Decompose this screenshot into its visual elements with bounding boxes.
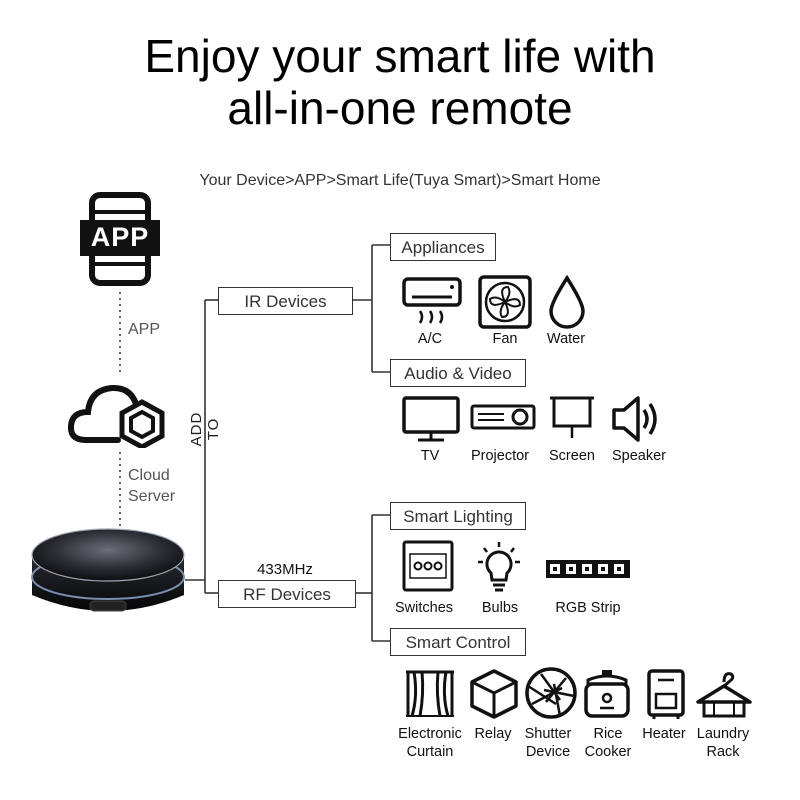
smart-control-box: Smart Control [390,628,526,656]
tv-label: TV [420,448,440,464]
screen-label: Screen [549,448,595,464]
rice-cooker-icon [584,670,630,718]
smart-lighting-box: Smart Lighting [390,502,526,530]
add-to-label: ADD TO [188,411,222,447]
hub-device-image [31,528,185,612]
bulb-icon [478,542,520,592]
laundry-rack-label: Laundry Rack [690,725,756,761]
shutter-label-line1: Shutter [524,726,572,742]
water-label: Water [546,331,586,347]
app-badge-text: APP [90,222,150,252]
rice-cooker-label: Rice Cooker [578,725,638,761]
rgb-strip-icon [546,560,630,578]
laundry-rack-icon [696,672,752,718]
curtain-label-line1: Electronic [398,726,462,742]
heater-label: Heater [636,725,692,743]
curtain-label-line2: Curtain [406,744,454,760]
switch-panel-icon [402,540,454,592]
appliances-box: Appliances [390,233,496,261]
fan-icon [478,275,532,329]
bulbs-label: Bulbs [481,600,519,616]
projector-label: Projector [470,448,530,464]
ir-devices-box: IR Devices [218,287,353,315]
audio-video-box: Audio & Video [390,359,526,387]
ac-icon [402,277,462,324]
relay-label-line1: Relay [474,726,512,742]
cloud-server-icon [68,384,165,448]
fan-label: Fan [492,331,518,347]
rf-frequency: 433MHz [257,561,313,578]
heater-label-line1: Heater [642,726,686,742]
rice-cooker-label-line2: Cooker [584,744,632,760]
shutter-label: Shutter Device [518,725,578,761]
cloud-label-1: Cloud [128,467,170,484]
shutter-icon [525,667,577,719]
screen-icon [550,396,594,438]
heater-icon [647,669,685,719]
rgb-strip-label: RGB Strip [555,600,621,616]
rf-devices-box: RF Devices [218,580,356,608]
app-phone-icon [80,192,160,286]
speaker-icon [612,396,657,442]
relay-box-icon [470,669,518,719]
projector-icon [470,404,536,430]
curtain-icon [406,670,454,717]
speaker-label: Speaker [611,448,666,464]
cloud-label-2: Server [128,488,176,505]
curtain-label: Electronic Curtain [386,725,474,761]
app-label: APP [128,321,161,338]
title-line-1: Enjoy your smart life with [144,30,656,82]
setup-path: Your Device>APP>Smart Life(Tuya Smart)>S… [199,172,601,189]
title-line-2: all-in-one remote [227,82,573,134]
rice-cooker-label-line1: Rice [593,726,623,742]
laundry-rack-label-line2: Rack [706,744,740,760]
laundry-rack-label-line1: Laundry [696,726,750,742]
tv-icon [402,396,460,442]
water-drop-icon [549,275,585,329]
relay-label: Relay [466,725,520,743]
switches-label: Switches [394,600,454,616]
ac-label: A/C [417,331,443,347]
shutter-label-line2: Device [525,744,571,760]
